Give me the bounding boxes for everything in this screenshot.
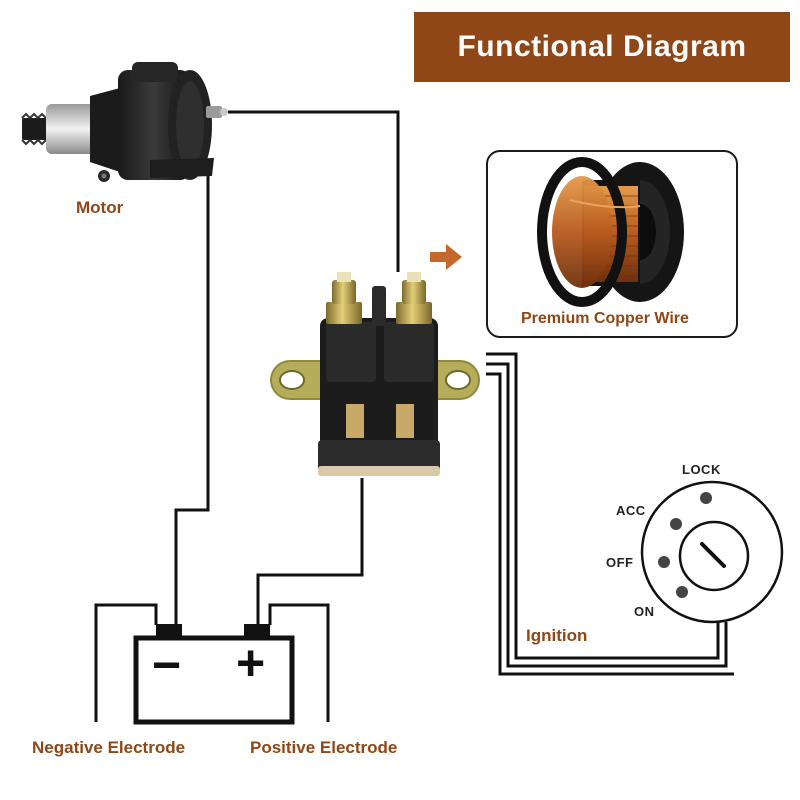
copper-wire-inset <box>486 150 738 338</box>
wire-positive-outer <box>268 603 330 722</box>
page-title: Functional Diagram <box>457 30 747 63</box>
wire-motor-to-negative <box>174 170 210 625</box>
battery-negative-symbol: − <box>152 637 182 693</box>
wires <box>94 110 734 722</box>
wire-solenoid-to-positive <box>256 478 364 625</box>
copper-wire-spool-icon <box>537 157 684 307</box>
starter-motor-icon <box>21 62 228 182</box>
battery-positive-symbol: + <box>236 635 266 691</box>
starter-solenoid-icon <box>270 272 480 476</box>
ignition-position-lock <box>700 492 712 504</box>
ignition-position-off <box>658 556 670 568</box>
wire-motor-to-solenoid <box>228 110 400 272</box>
copper-wire-label: Premium Copper Wire <box>521 310 689 327</box>
on-label: ON <box>634 604 655 619</box>
motor-label: Motor <box>76 198 124 217</box>
ignition-position-on <box>676 586 688 598</box>
positive-electrode-label: Positive Electrode <box>250 738 398 757</box>
off-label: OFF <box>606 555 634 570</box>
wire-ignition-3 <box>486 372 734 676</box>
negative-electrode-label: Negative Electrode <box>32 738 186 757</box>
ignition-label: Ignition <box>526 626 588 645</box>
acc-label: ACC <box>616 503 646 518</box>
lock-label: LOCK <box>682 462 721 477</box>
ignition-position-acc <box>670 518 682 530</box>
wire-ignition-1 <box>486 352 720 660</box>
ignition-switch-icon <box>640 480 784 624</box>
battery-icon <box>133 624 295 725</box>
wire-ignition-2 <box>486 362 728 668</box>
arrow-right-icon <box>430 244 462 270</box>
title-banner-bg <box>414 12 790 82</box>
wire-negative-outer <box>94 603 158 722</box>
